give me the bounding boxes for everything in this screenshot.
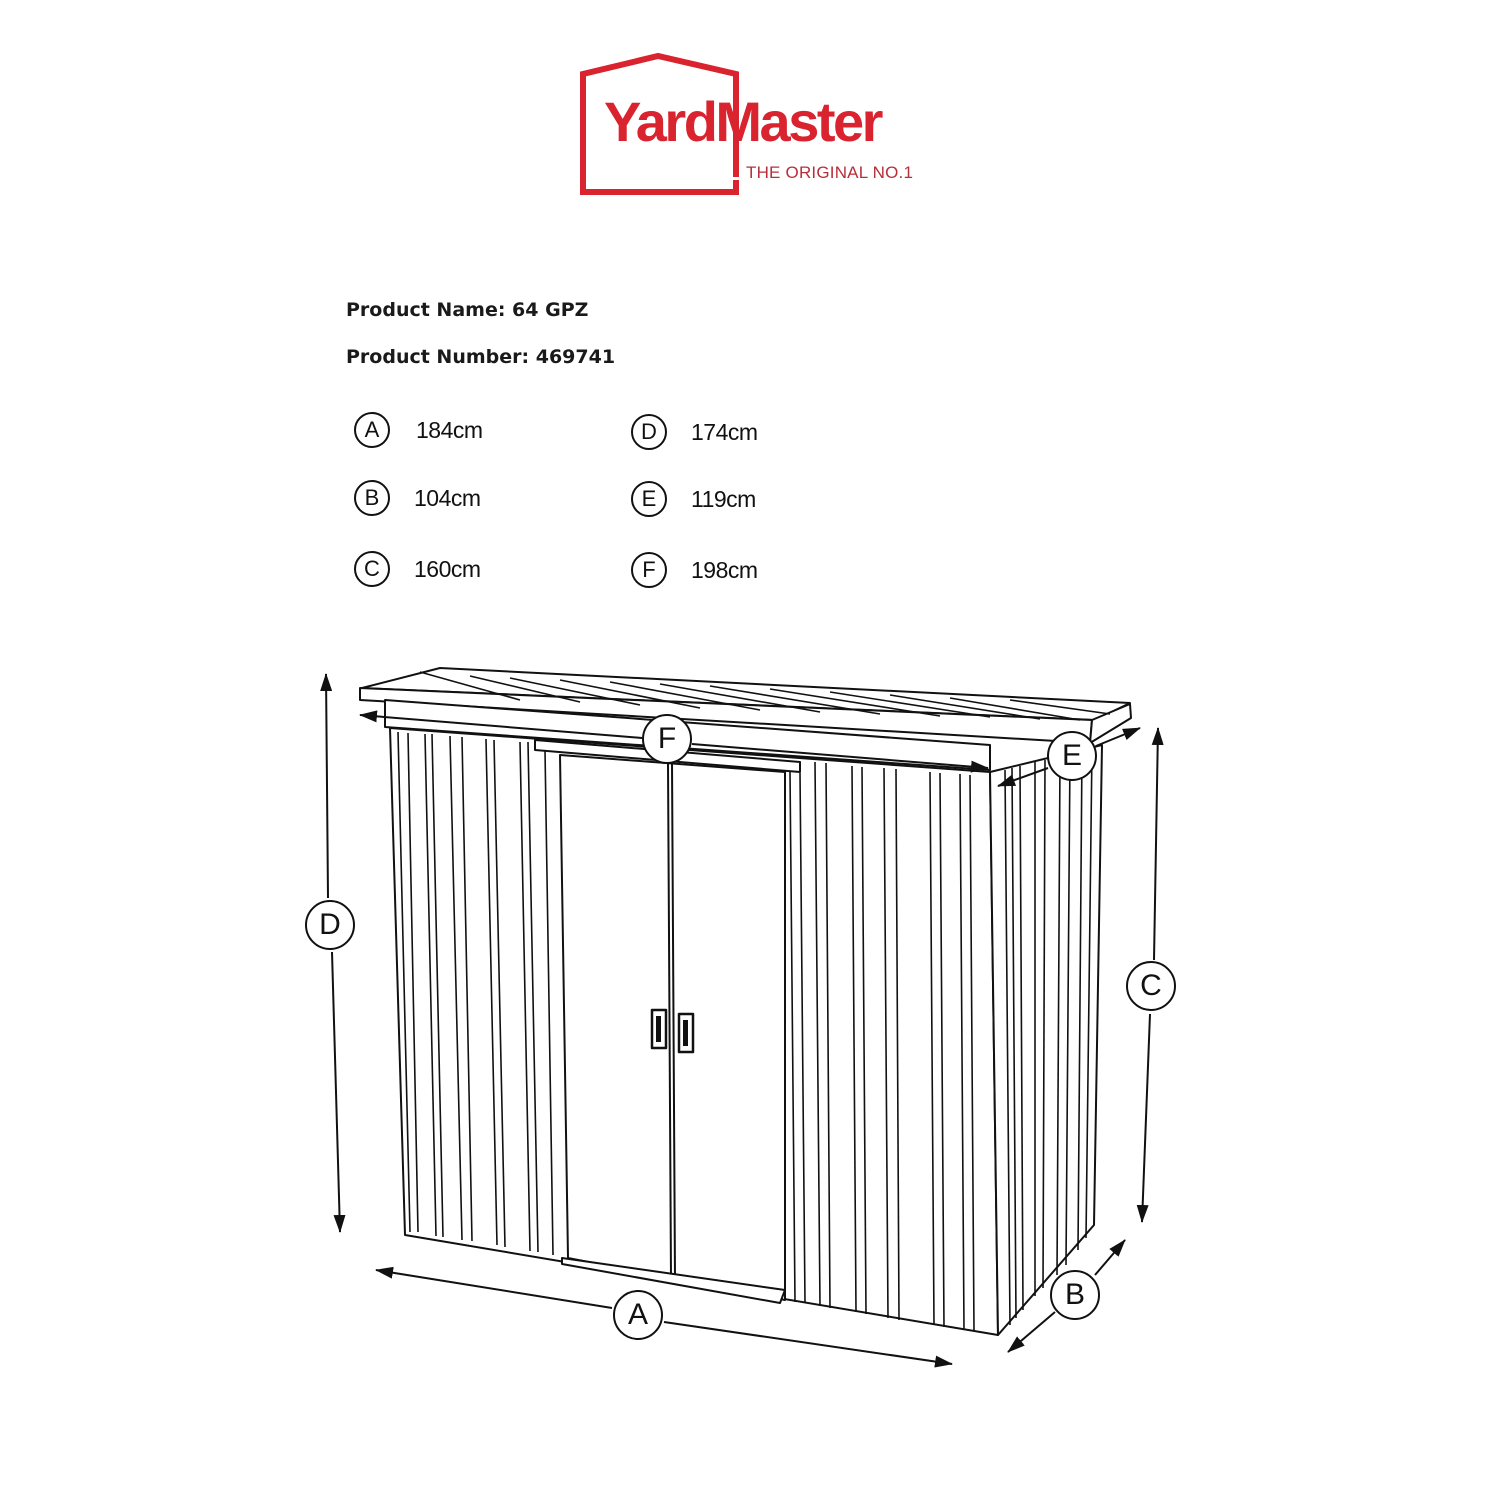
dimension-b: B 104cm xyxy=(354,480,481,516)
dimension-value-a: 184cm xyxy=(416,416,483,443)
brand-logo: YardMaster THE ORIGINAL NO.1 xyxy=(578,52,923,197)
dimension-c: C 160cm xyxy=(354,551,481,587)
dimension-value-d: 174cm xyxy=(691,418,758,445)
dimension-f: F 198cm xyxy=(631,552,758,588)
product-number: Product Number: 469741 xyxy=(346,346,616,368)
product-name: Product Name: 64 GPZ xyxy=(346,299,589,321)
callout-e: E xyxy=(1047,731,1097,781)
dimension-badge-c: C xyxy=(354,551,390,587)
dimension-badge-f: F xyxy=(631,552,667,588)
dimension-arrows xyxy=(320,673,1164,1368)
dimension-a: A 184cm xyxy=(354,412,483,448)
dimension-badge-a: A xyxy=(354,412,390,448)
dimension-value-e: 119cm xyxy=(691,485,756,512)
callout-c: C xyxy=(1126,961,1176,1011)
dimension-e: E 119cm xyxy=(631,481,756,517)
brand-tagline: THE ORIGINAL NO.1 xyxy=(746,163,914,182)
house-outline-icon xyxy=(580,52,739,195)
callout-f: F xyxy=(642,714,692,764)
door-handle-icon xyxy=(650,1008,695,1054)
brand-name: YardMaster xyxy=(604,90,883,153)
callout-d: D xyxy=(305,900,355,950)
dimension-value-f: 198cm xyxy=(691,556,758,583)
dimension-d: D 174cm xyxy=(631,414,758,450)
dimension-value-b: 104cm xyxy=(414,484,481,511)
dimension-value-c: 160cm xyxy=(414,555,481,582)
shed-outline xyxy=(359,667,1132,1336)
callout-b: B xyxy=(1050,1270,1100,1320)
dimension-badge-e: E xyxy=(631,481,667,517)
callout-a: A xyxy=(613,1290,663,1340)
dimension-badge-d: D xyxy=(631,414,667,450)
dimension-badge-b: B xyxy=(354,480,390,516)
